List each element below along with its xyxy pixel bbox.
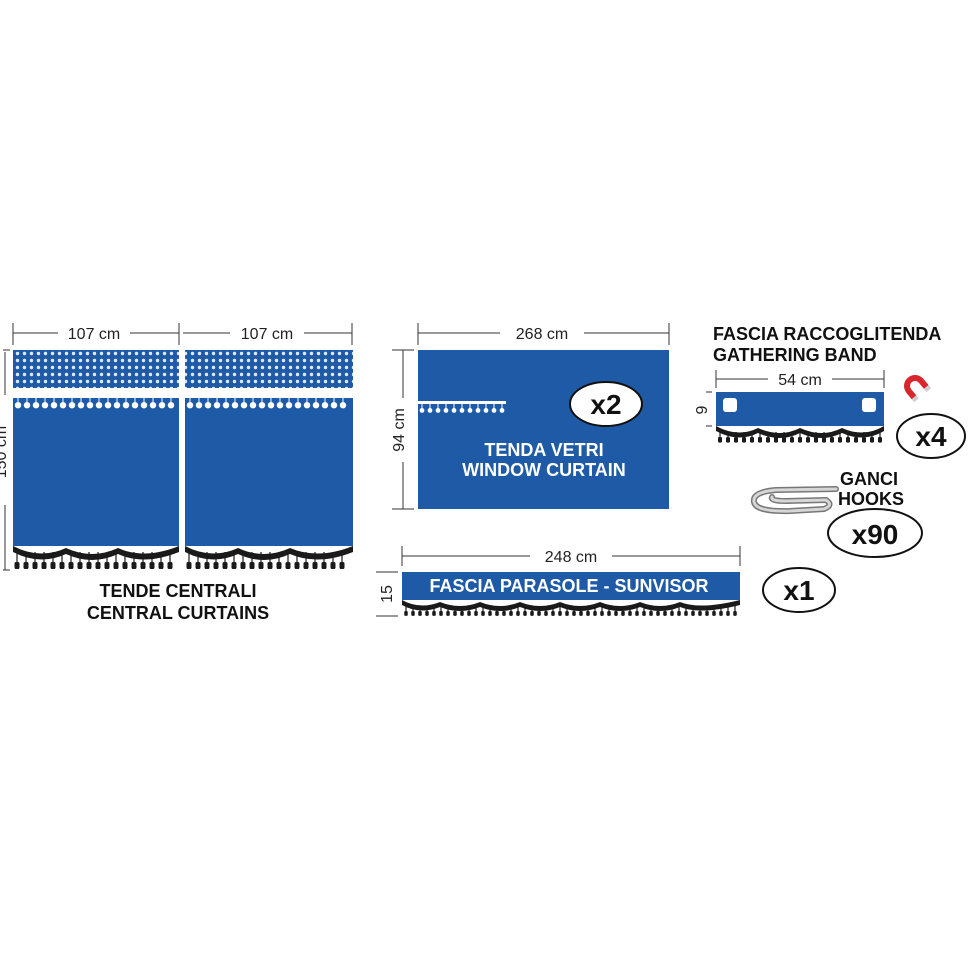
sunvisor-width-label: 248 cm [545, 549, 597, 566]
gathering-qty-badge [896, 413, 966, 459]
central-height-label: 150 cm [0, 426, 10, 478]
central-curtain-left [13, 350, 179, 569]
sunvisor-height-dimension: 15 [376, 571, 398, 617]
central-height-dimension: 150 cm [0, 349, 10, 571]
central-title-en: CENTRAL CURTAINS [87, 603, 269, 623]
window-width-label: 268 cm [516, 326, 568, 343]
gathering-height-dimension: 9 [694, 391, 712, 427]
window-qty-badge [569, 381, 643, 427]
sunvisor-qty-label: x1 [783, 575, 814, 606]
hooks-title-en: HOOKS [838, 489, 904, 509]
window-height-dimension: 94 cm [391, 349, 414, 510]
window-title-it: TENDA VETRI [484, 440, 603, 460]
sunvisor-panel [402, 572, 740, 600]
gathering-title-it: FASCIA RACCOGLITENDA [713, 324, 941, 344]
gathering-band: FASCIA RACCOGLITENDA GATHERING BAND 54 c… [694, 324, 966, 459]
sunvisor-qty-badge [762, 567, 836, 613]
sunvisor-band: 248 cm 15 FASCIA PARASOLE - SUNVISOR x1 [376, 546, 836, 617]
hooks-title-it: GANCI [840, 469, 898, 489]
magnet-icon [904, 375, 932, 403]
window-curtain: 268 cm 94 cm x2 TENDA VETRI WINDOW CURTA… [391, 323, 670, 510]
window-width-dimension: 268 cm [417, 323, 670, 345]
window-qty-label: x2 [590, 389, 621, 420]
gathering-height-label: 9 [694, 405, 711, 414]
central-curtain-right [185, 350, 353, 569]
central-curtains: 107 cm 107 cm 150 cm [0, 323, 353, 623]
hooks-qty-label: x90 [852, 519, 899, 550]
gathering-qty-label: x4 [915, 421, 947, 452]
gathering-band-panel [716, 392, 884, 426]
central-width-right-label: 107 cm [241, 326, 293, 343]
window-height-label: 94 cm [391, 408, 408, 452]
hooks: GANCI HOOKS x90 [750, 469, 923, 558]
gathering-width-dimension: 54 cm [715, 370, 885, 389]
gathering-width-label: 54 cm [778, 372, 822, 389]
gathering-title-en: GATHERING BAND [713, 345, 877, 365]
sunvisor-height-label: 15 [379, 585, 396, 603]
central-width-dimension: 107 cm 107 cm [12, 323, 353, 345]
window-curtain-panel [418, 350, 669, 509]
sunvisor-width-dimension: 248 cm [401, 546, 741, 566]
sunvisor-label: FASCIA PARASOLE - SUNVISOR [429, 576, 708, 596]
velcro-patch-left [723, 398, 737, 412]
central-width-left-label: 107 cm [68, 326, 120, 343]
velcro-patch-right [862, 398, 876, 412]
hooks-qty-badge [827, 508, 923, 558]
central-title-it: TENDE CENTRALI [100, 581, 257, 601]
hook-icon [750, 486, 839, 515]
window-title-en: WINDOW CURTAIN [462, 460, 626, 480]
